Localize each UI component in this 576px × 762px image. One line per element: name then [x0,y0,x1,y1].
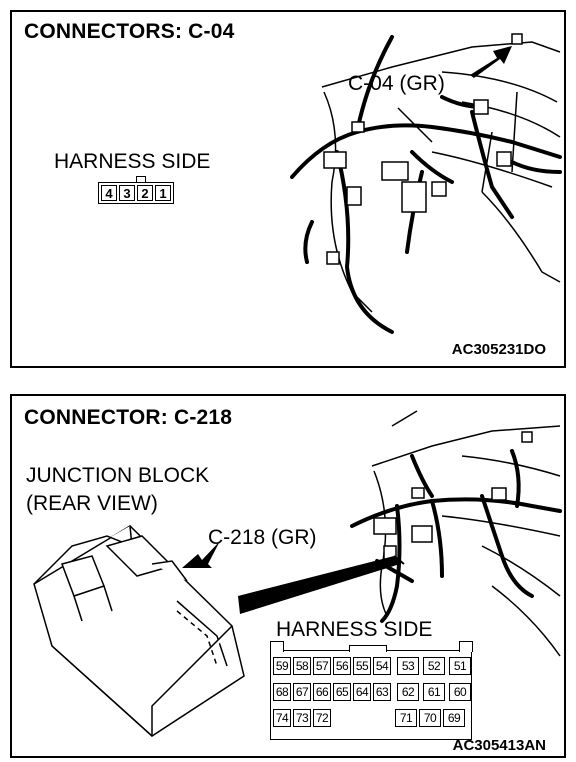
pin-cell: 60 [449,683,471,701]
pin-cell: 63 [373,683,391,701]
pin-cell: 1 [155,185,171,201]
pin-cell: 70 [419,709,441,727]
pin-cell: 4 [101,185,117,201]
harness-side-label: HARNESS SIDE [276,618,433,641]
connector-c218-panel: CONNECTOR: C-218 [10,394,566,758]
pin-cell: 65 [333,683,351,701]
pin-cell: 68 [273,683,291,701]
pin-cell: 66 [313,683,331,701]
pin-cell: 53 [397,657,419,675]
pin-cell: 67 [293,683,311,701]
pin-cell: 59 [273,657,291,675]
pin-cell: 2 [137,185,153,201]
pin-cell: 72 [313,709,331,727]
panel-title: CONNECTOR: C-218 [24,406,233,429]
pin-cell: 64 [353,683,371,701]
pin-cell: 54 [373,657,391,675]
connector-key [349,645,387,652]
connector-latch-right [458,641,473,652]
harness-side-label: HARNESS SIDE [54,150,211,173]
pin-cell: 52 [423,657,445,675]
pin-cell: 51 [449,657,471,675]
pin-cell: 73 [293,709,311,727]
connector-label: C-04 (GR) [348,72,445,95]
connector-latch-left [269,641,284,652]
connector-c04-pinout: 4 3 2 1 [98,176,174,204]
junction-block-label: JUNCTION BLOCK [26,464,210,487]
pin-cell: 55 [353,657,371,675]
pin-cell: 58 [293,657,311,675]
connector-label: C-218 (GR) [208,526,317,549]
pin-cell: 74 [273,709,291,727]
rear-view-label: (REAR VIEW) [26,492,158,515]
pin-cell: 57 [313,657,331,675]
connector-latch [136,176,146,183]
pin-cell: 61 [423,683,445,701]
pin-cell: 56 [333,657,351,675]
pin-cell: 62 [397,683,419,701]
figure-code: AC305413AN [452,737,546,754]
figure-code: AC305231DO [451,341,546,358]
connector-c04-panel: CONNECTORS: C-04 [10,10,566,368]
pin-cell: 71 [395,709,417,727]
dashboard-and-junction-block-illustration [33,410,562,737]
panel-title: CONNECTORS: C-04 [24,20,235,43]
pin-cell: 3 [119,185,135,201]
dashboard-wiring-illustration [290,33,562,334]
pin-cell: 69 [443,709,465,727]
connector-c218-pinout: 59 58 57 56 55 54 53 52 51 68 67 66 65 6… [269,641,473,740]
